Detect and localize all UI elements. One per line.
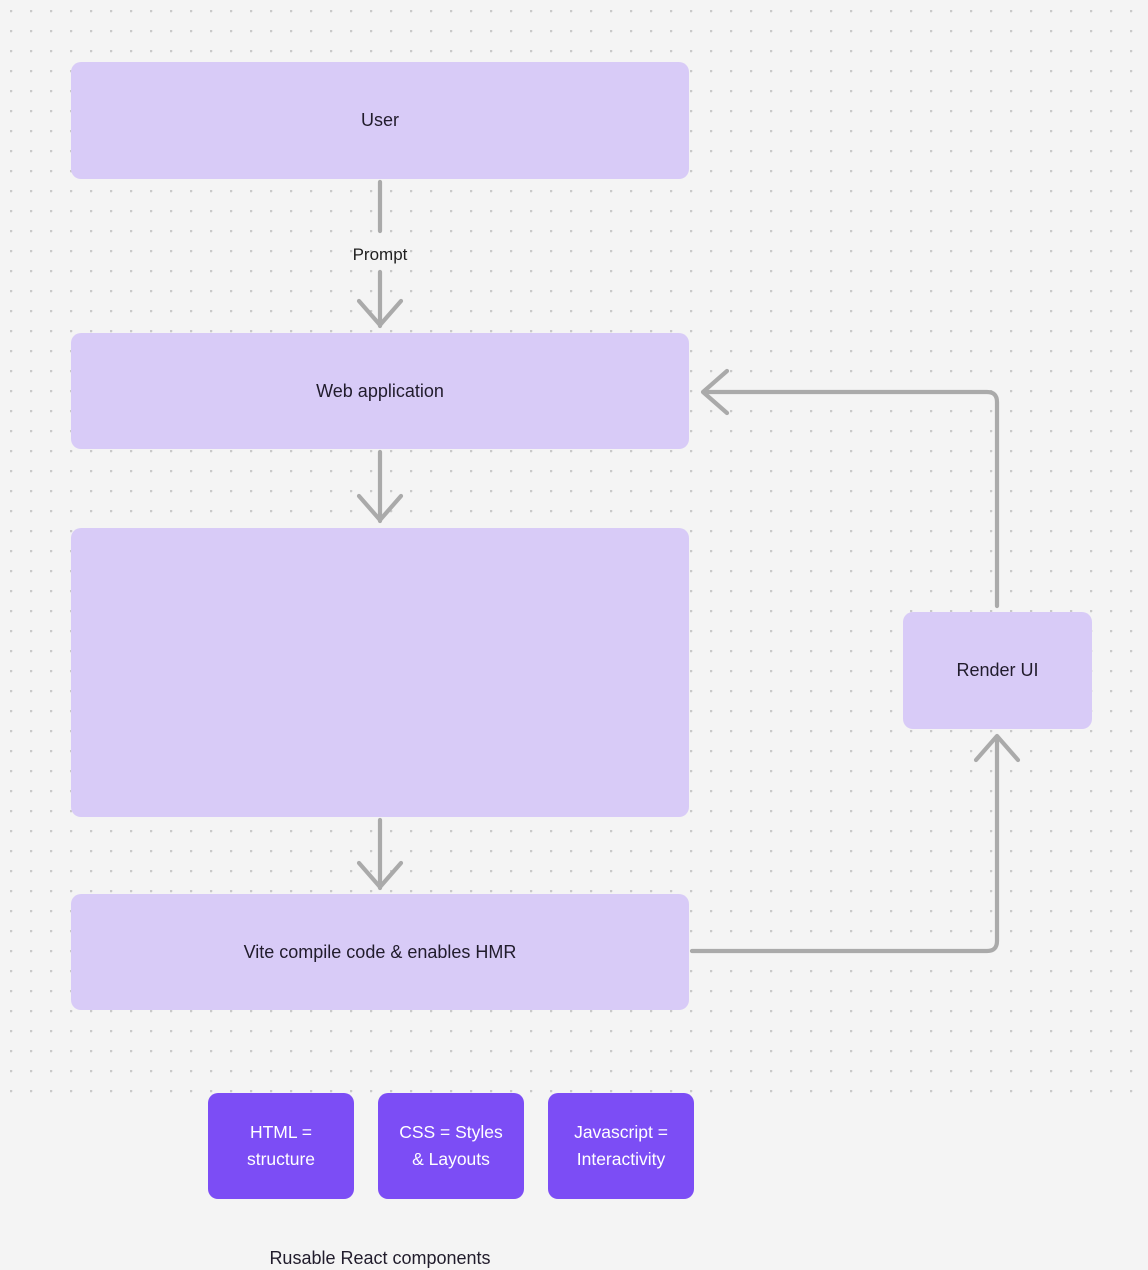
edge-components-to-vite-arrowhead xyxy=(356,860,404,890)
chip-html[interactable]: HTML =structure xyxy=(208,1093,354,1199)
node-user-label: User xyxy=(360,110,399,131)
chip-javascript-label: Javascript =Interactivity xyxy=(574,1121,668,1169)
node-render-ui-label: Render UI xyxy=(956,660,1039,681)
node-user[interactable]: User xyxy=(71,62,689,179)
edge-vite-to-render-arrowhead xyxy=(973,733,1021,763)
node-components-group[interactable]: HTML =structure CSS = Styles& Layouts Ja… xyxy=(71,528,694,1268)
chip-html-label: HTML =structure xyxy=(246,1121,316,1169)
node-vite[interactable]: Vite compile code & enables HMR xyxy=(71,894,689,1010)
node-components-group-label: Rusable React components xyxy=(269,1248,491,1268)
edge-render-to-webapp-shaft xyxy=(704,389,1000,609)
edge-render-to-webapp-arrowhead xyxy=(700,368,730,416)
node-web-application[interactable]: Web application xyxy=(71,333,689,449)
chip-css-label: CSS = Styles& Layouts xyxy=(399,1121,503,1169)
chip-css[interactable]: CSS = Styles& Layouts xyxy=(378,1093,524,1199)
edge-user-to-webapp-arrowhead xyxy=(356,298,404,328)
edge-vite-to-render-shaft xyxy=(689,735,1000,954)
edge-label-prompt: Prompt xyxy=(352,245,408,264)
edge-webapp-to-components-arrowhead xyxy=(356,493,404,523)
node-render-ui[interactable]: Render UI xyxy=(903,612,1092,729)
node-vite-label: Vite compile code & enables HMR xyxy=(243,941,517,962)
chip-javascript[interactable]: Javascript =Interactivity xyxy=(548,1093,694,1199)
node-web-application-label: Web application xyxy=(316,380,444,401)
